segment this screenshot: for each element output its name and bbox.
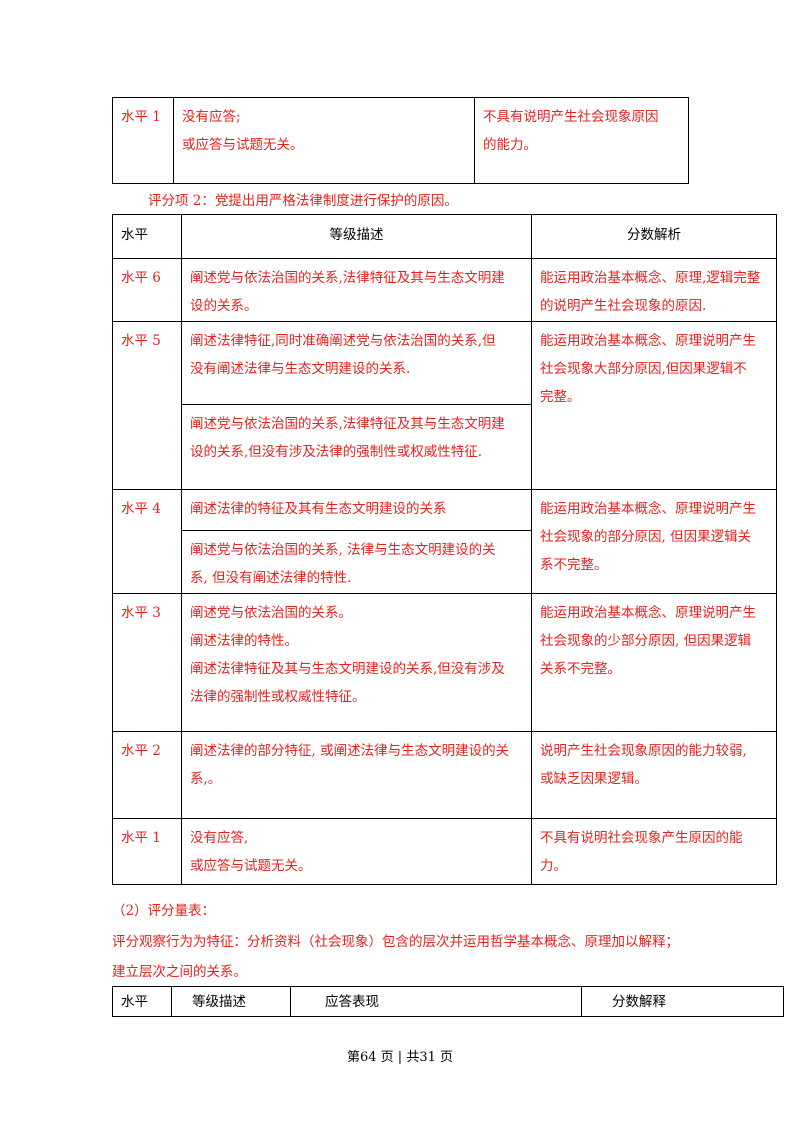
level-label: 水平 1 xyxy=(121,109,161,125)
section-2-heading: （2）评分量表： xyxy=(112,903,216,919)
analysis-line: 能运用政治基本概念、原理说明产生 xyxy=(540,333,756,349)
desc-line: 阐述党与依法治国的关系。 xyxy=(190,605,352,621)
desc-line: 没有阐述法律与生态文明建设的关系. xyxy=(190,361,411,377)
table-cell-desc: 没有应答; 或应答与试题无关。 xyxy=(173,97,475,184)
table-scoring-item2: 水平 等级描述 分数解析 水平 6 阐述党与依法治国的关系,法律特征及其与生态文… xyxy=(112,214,777,885)
level-label: 水平 3 xyxy=(121,605,161,621)
analysis-line: 不具有说明社会现象产生原因的能 xyxy=(540,830,743,846)
level-label: 水平 5 xyxy=(121,333,161,349)
page-footer: 第64 页 | 共31 页 xyxy=(347,1050,453,1065)
table-header: 分数解释 xyxy=(581,986,784,1017)
analysis-line: 能运用政治基本概念、原理说明产生 xyxy=(540,605,756,621)
table-row: 水平 1 没有应答, 或应答与试题无关。 不具有说明社会现象产生原因的能力。 xyxy=(112,818,777,885)
desc-line: 阐述党与依法治国的关系,法律特征及其与生态文明建 xyxy=(190,416,505,432)
desc-line: 没有应答, xyxy=(190,830,249,846)
table-rubric-header: 水平 等级描述 应答表现 分数解释 xyxy=(112,986,784,1017)
level-label: 水平 6 xyxy=(121,270,161,286)
desc-line: 阐述法律特征,同时准确阐述党与依法治国的关系,但 xyxy=(190,333,496,349)
scoring-item-2: 评分项 2：党提出用严格法律制度进行保护的原因。 xyxy=(148,193,458,209)
table-row: 水平 5 阐述法律特征,同时准确阐述党与依法治国的关系,但没有阐述法律与生态文明… xyxy=(112,321,777,490)
observation-line: 建立层次之间的关系。 xyxy=(112,964,247,980)
analysis-line: 能运用政治基本概念、原理,逻辑完整 xyxy=(540,270,761,286)
analysis-line: 或缺乏因果逻辑。 xyxy=(540,771,648,787)
analysis-line: 完整。 xyxy=(540,389,581,405)
table-row: 水平 4 阐述法律的特征及其有生态文明建设的关系 能运用政治基本概念、原理说明产… xyxy=(112,489,777,594)
analysis-line: 关系不完整。 xyxy=(540,661,621,677)
level-label: 水平 2 xyxy=(121,743,161,759)
analysis-line: 能运用政治基本概念、原理说明产生 xyxy=(540,501,756,517)
table-header: 等级描述 xyxy=(181,214,532,259)
table-header: 等级描述 xyxy=(171,986,291,1017)
table-cell-analysis: 不具有说明产生社会现象原因的能力。 xyxy=(474,97,689,184)
desc-line: 阐述法律的部分特征, 或阐述法律与生态文明建设的关 xyxy=(190,743,510,759)
table-header: 水平 xyxy=(112,214,182,259)
table-row: 水平 2 阐述法律的部分特征, 或阐述法律与生态文明建设的关系,。 说明产生社会… xyxy=(112,731,777,819)
desc-line: 阐述法律的特征及其有生态文明建设的关系 xyxy=(190,501,447,517)
analysis-line: 社会现象的部分原因, 但因果逻辑关 xyxy=(540,529,752,545)
level-label: 水平 1 xyxy=(121,830,161,846)
analysis-line: 力。 xyxy=(540,858,567,874)
analysis-line: 的说明产生社会现象的原因. xyxy=(540,298,707,314)
table-level1-previous: 水平 1 没有应答; 或应答与试题无关。 不具有说明产生社会现象原因的能力。 xyxy=(112,97,689,184)
observation-line: 评分观察行为为特征：分析资料（社会现象）包含的层次并运用哲学基本概念、原理加以解… xyxy=(112,934,679,950)
desc-line: 没有应答; xyxy=(182,109,241,125)
table-header: 应答表现 xyxy=(290,986,582,1017)
table-cell-level: 水平 1 xyxy=(112,97,174,184)
analysis-line: 说明产生社会现象原因的能力较弱, xyxy=(540,743,747,759)
table-row: 水平 6 阐述党与依法治国的关系,法律特征及其与生态文明建设的关系。 能运用政治… xyxy=(112,258,777,322)
analysis-line: 不具有说明产生社会现象原因 xyxy=(483,109,659,125)
desc-line: 设的关系。 xyxy=(190,298,258,314)
table-row: 水平 3 阐述党与依法治国的关系。阐述法律的特性。阐述法律特征及其与生态文明建设… xyxy=(112,593,777,732)
desc-line: 阐述法律的特性。 xyxy=(190,633,298,649)
desc-line: 系,。 xyxy=(190,771,222,787)
desc-line: 或应答与试题无关。 xyxy=(190,858,312,874)
desc-line: 或应答与试题无关。 xyxy=(182,137,304,153)
analysis-line: 的能力。 xyxy=(483,137,537,153)
desc-line: 法律的强制性或权威性特征。 xyxy=(190,689,366,705)
desc-line: 阐述党与依法治国的关系,法律特征及其与生态文明建 xyxy=(190,270,505,286)
analysis-line: 社会现象大部分原因,但因果逻辑不 xyxy=(540,361,747,377)
level-label: 水平 4 xyxy=(121,501,161,517)
table-header: 分数解析 xyxy=(531,214,777,259)
analysis-line: 社会现象的少部分原因, 但因果逻辑 xyxy=(540,633,752,649)
table-header: 水平 xyxy=(112,986,172,1017)
desc-line: 设的关系,但没有涉及法律的强制性或权威性特征. xyxy=(190,444,483,460)
desc-line: 系, 但没有阐述法律的特性. xyxy=(190,570,352,586)
desc-line: 阐述法律特征及其与生态文明建设的关系,但没有涉及 xyxy=(190,661,505,677)
desc-line: 阐述党与依法治国的关系, 法律与生态文明建设的关 xyxy=(190,542,496,558)
analysis-line: 系不完整。 xyxy=(540,557,608,573)
